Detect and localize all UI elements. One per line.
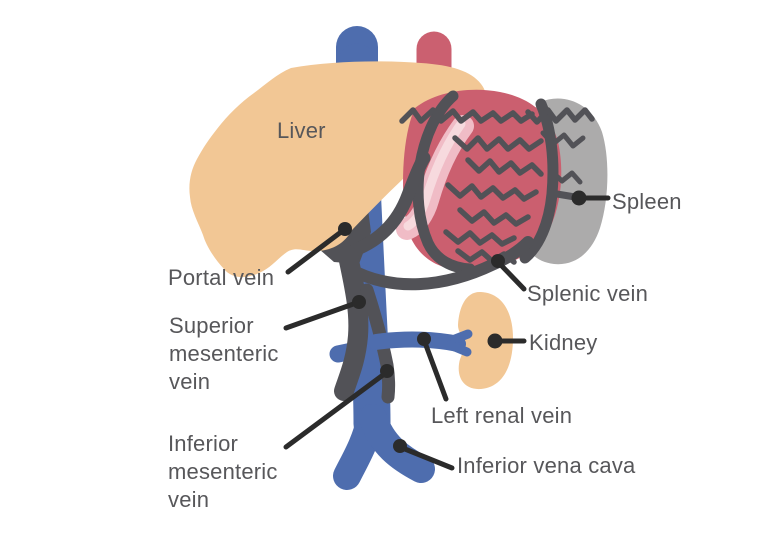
- ivc-leader: [397, 444, 455, 471]
- portal-vein-leader: [285, 226, 348, 275]
- gastric-squiggle: [465, 157, 544, 177]
- stomach-inner-highlight: [403, 119, 466, 231]
- gastric-squiggle: [457, 207, 531, 227]
- splenic-vein-shape: [344, 236, 534, 291]
- label-inferior-vena-cava: Inferior vena cava: [457, 453, 636, 478]
- left-renal-dot: [417, 332, 431, 346]
- label-inferior-mesenteric-vein: Inferior mesenteric vein: [168, 431, 278, 512]
- gastric-squiggle: [452, 135, 544, 152]
- label-spleen: Spleen: [612, 189, 682, 214]
- label-superior-mesenteric-vein: Superior mesenteric vein: [169, 313, 279, 394]
- label-portal-vein: Portal vein: [168, 265, 275, 290]
- superior-mesenteric-vein-shape: [334, 246, 369, 401]
- liver-shape: [189, 61, 486, 278]
- superior-mesenteric-dot: [352, 295, 366, 309]
- label-kidney: Kidney: [529, 330, 598, 355]
- spleen-dot: [571, 190, 587, 206]
- portal-vein-dot: [338, 222, 352, 236]
- label-left-renal-vein: Left renal vein: [431, 403, 573, 428]
- superior-mesenteric-leader: [283, 299, 362, 331]
- gastric-squiggle: [443, 229, 517, 247]
- left-renal-leader: [421, 337, 449, 402]
- gastric-squiggle: [540, 130, 586, 149]
- gastric-squiggle: [455, 248, 517, 265]
- kidney-shape: [458, 291, 513, 390]
- splenic-vein-leader: [495, 259, 527, 292]
- gastric-vessels: [344, 90, 595, 291]
- gastric-squiggle: [399, 107, 535, 124]
- gastric-squiggle: [525, 107, 595, 125]
- kidney-dot: [487, 333, 503, 349]
- label-liver: Liver: [277, 118, 326, 143]
- splenic-vein-dot: [491, 254, 505, 268]
- renal-vein-tip: [445, 340, 472, 357]
- stomach-shape: [403, 89, 562, 271]
- gastric-squiggle: [445, 182, 539, 202]
- inferior-mesenteric-dot: [380, 364, 394, 378]
- gastric-squiggle: [549, 169, 583, 185]
- label-splenic-vein: Splenic vein: [527, 281, 649, 306]
- renal-vein-tip: [445, 329, 473, 346]
- left-gastric-vessel: [412, 90, 476, 275]
- leader-lines: [283, 190, 611, 471]
- ivc-right-iliac: [359, 404, 435, 483]
- inferior-mesenteric-leader: [283, 369, 390, 450]
- ivc-dot: [393, 439, 407, 453]
- portal-upper-branch: [348, 151, 431, 257]
